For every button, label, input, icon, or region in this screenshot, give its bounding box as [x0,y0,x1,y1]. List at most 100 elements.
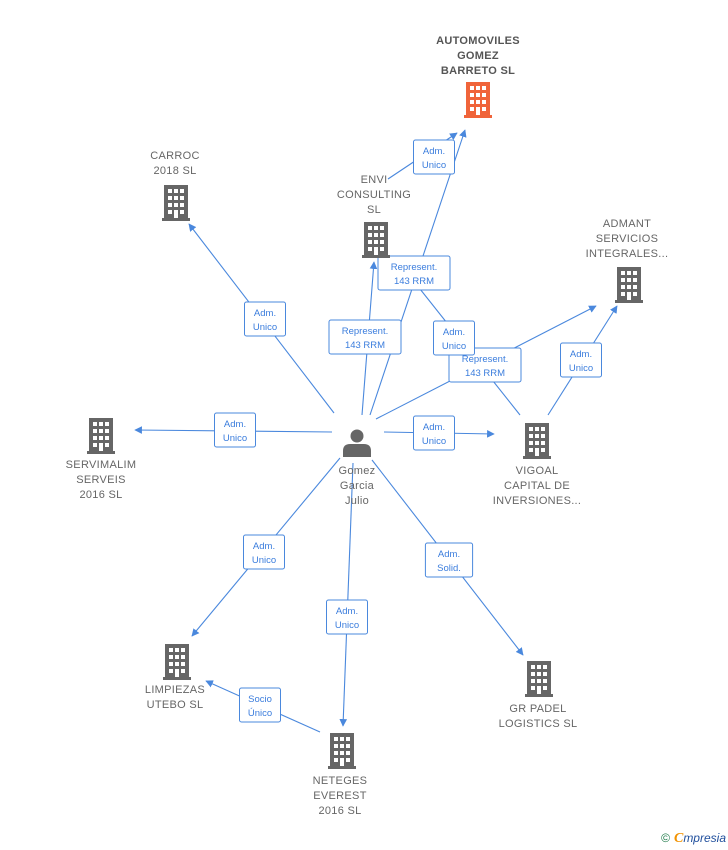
relation-label-text: Adm. [224,419,246,430]
relation-label-box [424,542,474,578]
relation-label-box [560,342,602,378]
relation-label-text: Adm. [254,308,276,319]
node-label-line: GOMEZ [457,50,499,62]
edge-center-to-neteges [339,462,354,727]
relation-label-box [413,415,455,451]
company-node-envi[interactable]: ENVI CONSULTING SL [337,174,411,258]
building-icon [523,423,551,459]
footer-brand[interactable]: ©Cmpresia [661,831,726,847]
nodes-layer: AUTOMOVILES GOMEZ BARRETO SL CARROC 2018 SL E… [66,35,669,817]
relation-label-center-to-gr_padel[interactable]: Adm. Solid. [424,542,474,578]
building-icon [162,185,190,221]
relation-label-text: Represent. [462,354,508,365]
brand-name: mpresia [683,831,726,845]
node-label-line: CONSULTING [337,189,411,201]
relation-label-center-to-automoviles[interactable]: Represent. 143 RRM [377,255,451,291]
relation-label-box [214,412,256,448]
relation-label-text: Único [248,708,272,719]
node-label-line: SERVIMALIM [66,459,137,471]
node-label-line: INVERSIONES... [493,495,582,507]
company-node-admant[interactable]: ADMANTSERVICIOSINTEGRALES... [586,218,669,303]
building-icon [87,418,115,454]
relation-label-center-to-servimalim[interactable]: Adm. Unico [214,412,256,448]
relation-label-center-to-neteges[interactable]: Adm. Unico [326,599,368,635]
relation-label-text: 143 RRM [465,368,505,379]
relation-label-text: Unico [422,436,446,447]
relation-label-text: 143 RRM [345,340,385,351]
relation-label-center-to-limpiezas[interactable]: Adm. Unico [243,534,285,570]
relation-label-text: Adm. [423,146,445,157]
relation-label-text: Unico [252,555,276,566]
node-label-line: BARRETO SL [441,65,515,77]
relation-label-center-to-envi[interactable]: Represent.143 RRM [328,319,402,355]
relation-label-box [433,320,475,356]
building-icon [163,644,191,680]
relation-label-text: Unico [442,341,466,352]
node-label-line: LIMPIEZAS [145,684,205,696]
node-label-line: UTEBO SL [147,699,204,711]
relation-label-text: Adm. [443,327,465,338]
company-node-gr_padel[interactable]: GR PADEL LOGISTICS SL [499,661,578,730]
relation-label-text: Adm. [253,541,275,552]
relation-label-text: Unico [422,160,446,171]
node-label-line: SERVEIS [76,474,126,486]
building-icon [525,661,553,697]
relation-label-box [326,599,368,635]
relation-label-text: Unico [335,620,359,631]
node-label-line: Garcia [340,480,375,492]
node-label-line: NETEGES [313,775,368,787]
relation-label-center-to-admant[interactable]: Represent. 143 RRM [448,347,522,383]
relation-label-box [448,347,522,383]
node-label-line: CAPITAL DE [504,480,570,492]
relation-label-text: Represent. [391,262,437,273]
relation-label-box [377,255,451,291]
node-label-line: Gomez [339,465,376,477]
relation-label-text: Socio [248,694,272,705]
relation-label-box [239,687,281,723]
node-label-line: 2016 SL [318,805,361,817]
building-icon [615,267,643,303]
relation-label-text: Unico [569,363,593,374]
node-label-line: LOGISTICS SL [499,718,578,730]
relation-label-box [244,301,286,337]
brand-logo-initial: C [673,831,684,846]
relation-label-vigoal-to-envi[interactable]: Adm. Unico [433,320,475,356]
company-node-vigoal[interactable]: VIGOAL CAPITAL DE INVERSIONES... [493,423,582,507]
node-label-line: SL [367,204,381,216]
relation-label-text: Adm. [423,422,445,433]
company-node-limpiezas[interactable]: LIMPIEZAS UTEBO SL [145,644,205,711]
relation-label-vigoal-to-admant[interactable]: Adm. Unico [560,342,602,378]
relation-label-text: Adm. [438,549,460,560]
company-node-carroc[interactable]: CARROC 2018 SL [150,150,199,221]
copyright-icon: © [661,831,670,845]
node-label-line: Julio [345,495,369,507]
relation-label-box [328,319,402,355]
node-label-line: 2018 SL [153,165,196,177]
node-label-line: VIGOAL [516,465,559,477]
relation-label-center-to-carroc[interactable]: Adm. Unico [244,301,286,337]
node-label-line: AUTOMOVILES [436,35,520,47]
node-label-line: ENVI [361,174,388,186]
relation-label-text: Solid. [437,563,461,574]
relation-label-text: 143 RRM [394,276,434,287]
node-label-line: 2016 SL [79,489,122,501]
relation-label-text: Unico [253,322,277,333]
company-node-automoviles[interactable]: AUTOMOVILES GOMEZ BARRETO SL [436,35,520,118]
relation-label-text: Adm. [336,606,358,617]
relation-label-center-to-vigoal[interactable]: Adm. Unico [413,415,455,451]
relation-label-text: Unico [223,433,247,444]
node-label-line: GR PADEL [509,703,566,715]
node-label-line: CARROC [150,150,199,162]
company-node-servimalim[interactable]: SERVIMALIM SERVEIS 2016 SL [66,418,137,501]
relation-label-envi-to-automoviles[interactable]: Adm. Unico [413,139,455,175]
relation-label-text: Adm. [570,349,592,360]
node-label-line: SERVICIOS [596,233,658,245]
person-icon [343,429,371,457]
node-label-line: INTEGRALES... [586,248,669,260]
relation-label-box [413,139,455,175]
